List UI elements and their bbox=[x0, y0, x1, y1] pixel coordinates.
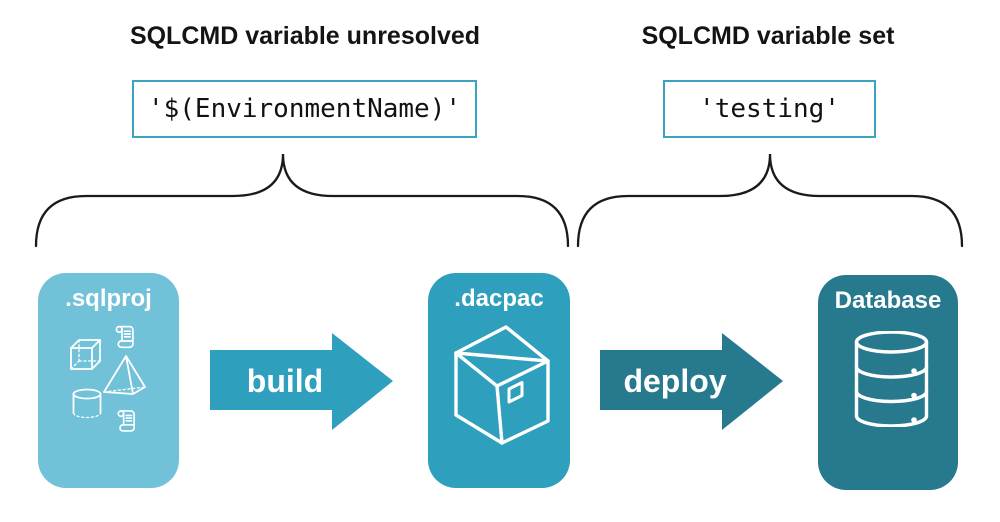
deploy-arrow-label: deploy bbox=[623, 363, 727, 399]
code-environment-variable: '$(EnvironmentName)' bbox=[147, 94, 462, 124]
heading-variable-unresolved: SQLCMD variable unresolved bbox=[129, 22, 481, 50]
brace-left-icon bbox=[34, 153, 570, 248]
package-box-icon bbox=[454, 325, 551, 446]
stage-label-database: Database bbox=[834, 287, 942, 314]
cube-icon bbox=[68, 337, 103, 373]
code-box-environment-variable: '$(EnvironmentName)' bbox=[132, 80, 477, 138]
stage-card-database: Database bbox=[818, 275, 958, 490]
build-arrow-icon bbox=[210, 333, 393, 430]
deploy-arrow-icon bbox=[600, 333, 783, 430]
stage-label-dacpac: .dacpac bbox=[454, 285, 544, 312]
stage-card-sqlproj: .sqlproj bbox=[38, 273, 179, 488]
code-box-testing-value: 'testing' bbox=[663, 80, 876, 138]
build-arrow-label: build bbox=[246, 363, 324, 399]
stage-label-sqlproj: .sqlproj bbox=[65, 285, 152, 312]
cylinder-icon bbox=[71, 388, 103, 420]
brace-right-icon bbox=[576, 153, 964, 248]
sql-script-scroll-icon bbox=[112, 323, 139, 351]
code-testing-value: 'testing' bbox=[699, 94, 840, 124]
sql-script-scroll-icon bbox=[114, 407, 140, 435]
database-cylinder-icon bbox=[853, 331, 930, 427]
heading-variable-set: SQLCMD variable set bbox=[641, 22, 895, 50]
stage-card-dacpac: .dacpac bbox=[428, 273, 570, 488]
pyramid-icon bbox=[102, 354, 147, 396]
